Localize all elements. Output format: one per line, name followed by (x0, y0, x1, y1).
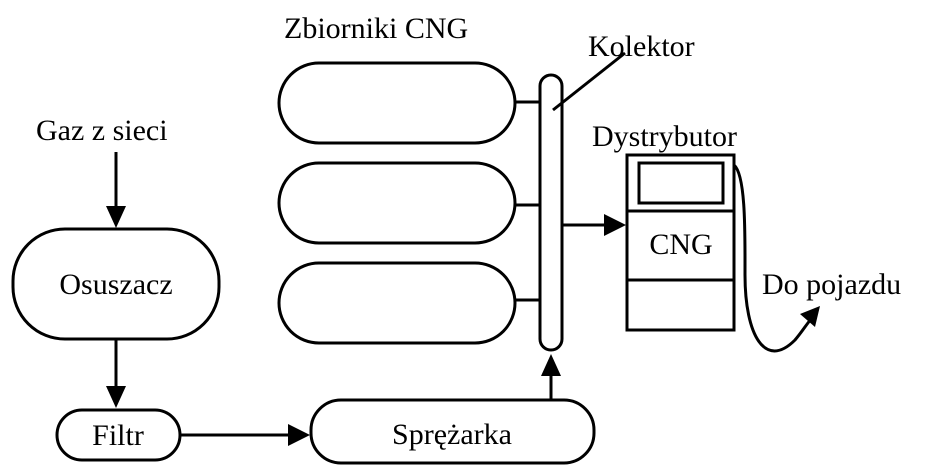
gas-source-label: Gaz z sieci (36, 114, 168, 147)
collector-label: Kolektor (588, 30, 695, 63)
dryer-filter-arrowhead (106, 386, 126, 408)
gas-inlet-arrowhead (106, 206, 126, 228)
dispenser-cng-label: CNG (649, 228, 712, 261)
collector-leader-line (552, 51, 626, 112)
collector-pipe (538, 73, 564, 352)
to-vehicle-label: Do pojazdu (762, 268, 901, 301)
cng-tank-1 (277, 61, 517, 145)
tanks-label: Zbiorniki CNG (284, 12, 468, 45)
dryer-label: Osuszacz (59, 268, 172, 301)
compressor-label: Sprężarka (392, 418, 512, 451)
collector-dispenser-arrowhead (604, 214, 626, 236)
filter-label: Filtr (92, 419, 144, 452)
dispenser-display (637, 161, 725, 205)
cng-tank-3 (277, 261, 517, 345)
cng-tank-2 (277, 161, 517, 245)
dispenser-label: Dystrybutor (592, 120, 737, 153)
compressor-collector-arrowhead (541, 354, 561, 376)
hose-arrowhead (800, 306, 820, 327)
compressor-box (309, 398, 596, 465)
dispenser-hose (732, 163, 814, 353)
filter-compressor-arrowhead (288, 424, 310, 446)
